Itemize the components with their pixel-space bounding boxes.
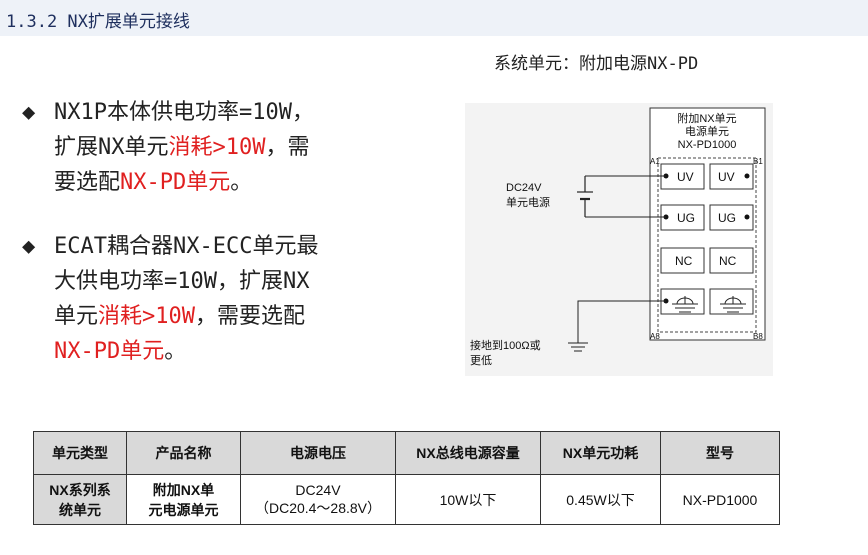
cell-line: 元电源单元: [148, 501, 219, 518]
cell-line: NX系列系: [49, 481, 111, 498]
cell-power-consumption: 0.45W以下: [540, 474, 661, 525]
cell-line: 统单元: [59, 501, 101, 518]
cell-line: （DC20.4～28.8V）: [254, 499, 382, 516]
cell-unit-type: NX系列系 统单元: [33, 474, 127, 525]
diamond-bullet-icon: ◆: [22, 234, 36, 259]
bullet-line: 扩展NX单元消耗>10W，需: [54, 130, 402, 165]
column-header: 单元类型: [33, 431, 127, 475]
unit-title-2: 电源单元: [685, 124, 729, 138]
battery-icon: [577, 176, 593, 217]
diamond-bullet-icon: ◆: [22, 100, 36, 125]
bullet-text: 单元: [54, 304, 99, 329]
column-header: NX单元功耗: [540, 431, 661, 475]
column-header: 电源电压: [240, 431, 396, 475]
column-header: 产品名称: [126, 431, 241, 475]
bullet-item: ◆ NX1P本体供电功率=10W， 扩展NX单元消耗>10W，需 要选配NX-P…: [22, 95, 402, 200]
column-header: 型号: [660, 431, 780, 475]
ground-label-1: 接地到100Ω或: [470, 339, 541, 352]
terminal-uv-left: UV: [677, 170, 694, 184]
section-title: 1.3.2 NX扩展单元接线: [6, 12, 190, 32]
terminal-cell: [660, 163, 705, 190]
terminal-label-b1: B1: [753, 157, 763, 166]
bullet-text: ，需要选配: [195, 304, 306, 329]
terminal-label-a8: A8: [650, 332, 660, 341]
frame-ground-icon: [672, 296, 698, 313]
terminal-nc-left: NC: [675, 254, 693, 268]
bullet-text: 要选配: [54, 170, 121, 195]
wiring-lines: [577, 175, 666, 343]
header-bar: [0, 0, 868, 36]
wiring-diagram-svg: 附加NX单元 电源单元 NX-PD1000 A1 B1 A8 B8: [470, 107, 766, 367]
terminal-label-a1: A1: [650, 157, 660, 166]
spec-table: 单元类型 产品名称 电源电压 NX总线电源容量 NX单元功耗 型号 NX系列系 …: [33, 431, 780, 525]
terminal-dot: [744, 173, 750, 179]
bullet-highlight: 消耗>10W: [98, 304, 195, 329]
frame-ground-icon: [720, 296, 746, 313]
bullet-line: 要选配NX-PD单元。: [54, 165, 402, 200]
supply-label-1: DC24V: [506, 182, 542, 194]
bullet-text: ，需: [265, 135, 310, 160]
cell-line: 附加NX单: [152, 481, 215, 498]
bullet-text: 。: [230, 170, 253, 195]
unit-title-3: NX-PD1000: [678, 139, 737, 151]
ground-label-2: 更低: [470, 354, 492, 367]
column-header: NX总线电源容量: [395, 431, 541, 475]
bullet-line: 单元消耗>10W，需要选配: [54, 299, 402, 334]
bullet-highlight: NX-PD单元: [54, 339, 165, 364]
terminal-label-b8: B8: [753, 332, 763, 341]
terminal-dot: [744, 214, 750, 220]
terminal-cell: [709, 288, 754, 315]
terminal-block: [657, 157, 757, 333]
cell-product-name: 附加NX单 元电源单元: [126, 474, 241, 525]
wiring-diagram: 附加NX单元 电源单元 NX-PD1000 A1 B1 A8 B8: [465, 103, 773, 376]
bullet-line: NX-PD单元。: [54, 334, 402, 369]
bullet-text: 扩展NX单元: [54, 135, 169, 160]
diagram-subtitle: 系统单元：附加电源NX-PD: [494, 54, 699, 74]
terminal-uv-right: UV: [718, 170, 735, 184]
earth-ground-icon: [568, 342, 588, 352]
bullet-list: ◆ NX1P本体供电功率=10W， 扩展NX单元消耗>10W，需 要选配NX-P…: [22, 95, 402, 398]
cell-voltage: DC24V （DC20.4～28.8V）: [240, 474, 396, 525]
bullet-line: ECAT耦合器NX-ECC单元最: [54, 234, 319, 259]
unit-title-1: 附加NX单元: [677, 111, 736, 125]
terminal-cell: [709, 247, 754, 274]
terminal-ug-left: UG: [677, 211, 695, 225]
bullet-line: 大供电功率=10W，扩展NX: [54, 269, 310, 294]
table-header-row: 单元类型 产品名称 电源电压 NX总线电源容量 NX单元功耗 型号: [33, 431, 780, 475]
cell-model: NX-PD1000: [660, 474, 780, 525]
terminal-cell: [660, 247, 705, 274]
bullet-text: 。: [164, 339, 187, 364]
cell-bus-capacity: 10W以下: [395, 474, 541, 525]
bullet-line: NX1P本体供电功率=10W，: [54, 100, 314, 125]
cell-line: DC24V: [295, 481, 341, 498]
bullet-highlight: 消耗>10W: [168, 135, 266, 160]
supply-label-2: 单元电源: [506, 195, 550, 209]
terminal-ug-right: UG: [718, 211, 736, 225]
table-row: NX系列系 统单元 附加NX单 元电源单元 DC24V （DC20.4～28.8…: [33, 474, 780, 525]
bullet-highlight: NX-PD单元: [120, 170, 231, 195]
bullet-item: ◆ ECAT耦合器NX-ECC单元最 大供电功率=10W，扩展NX 单元消耗>1…: [22, 229, 402, 369]
terminal-nc-right: NC: [719, 254, 737, 268]
